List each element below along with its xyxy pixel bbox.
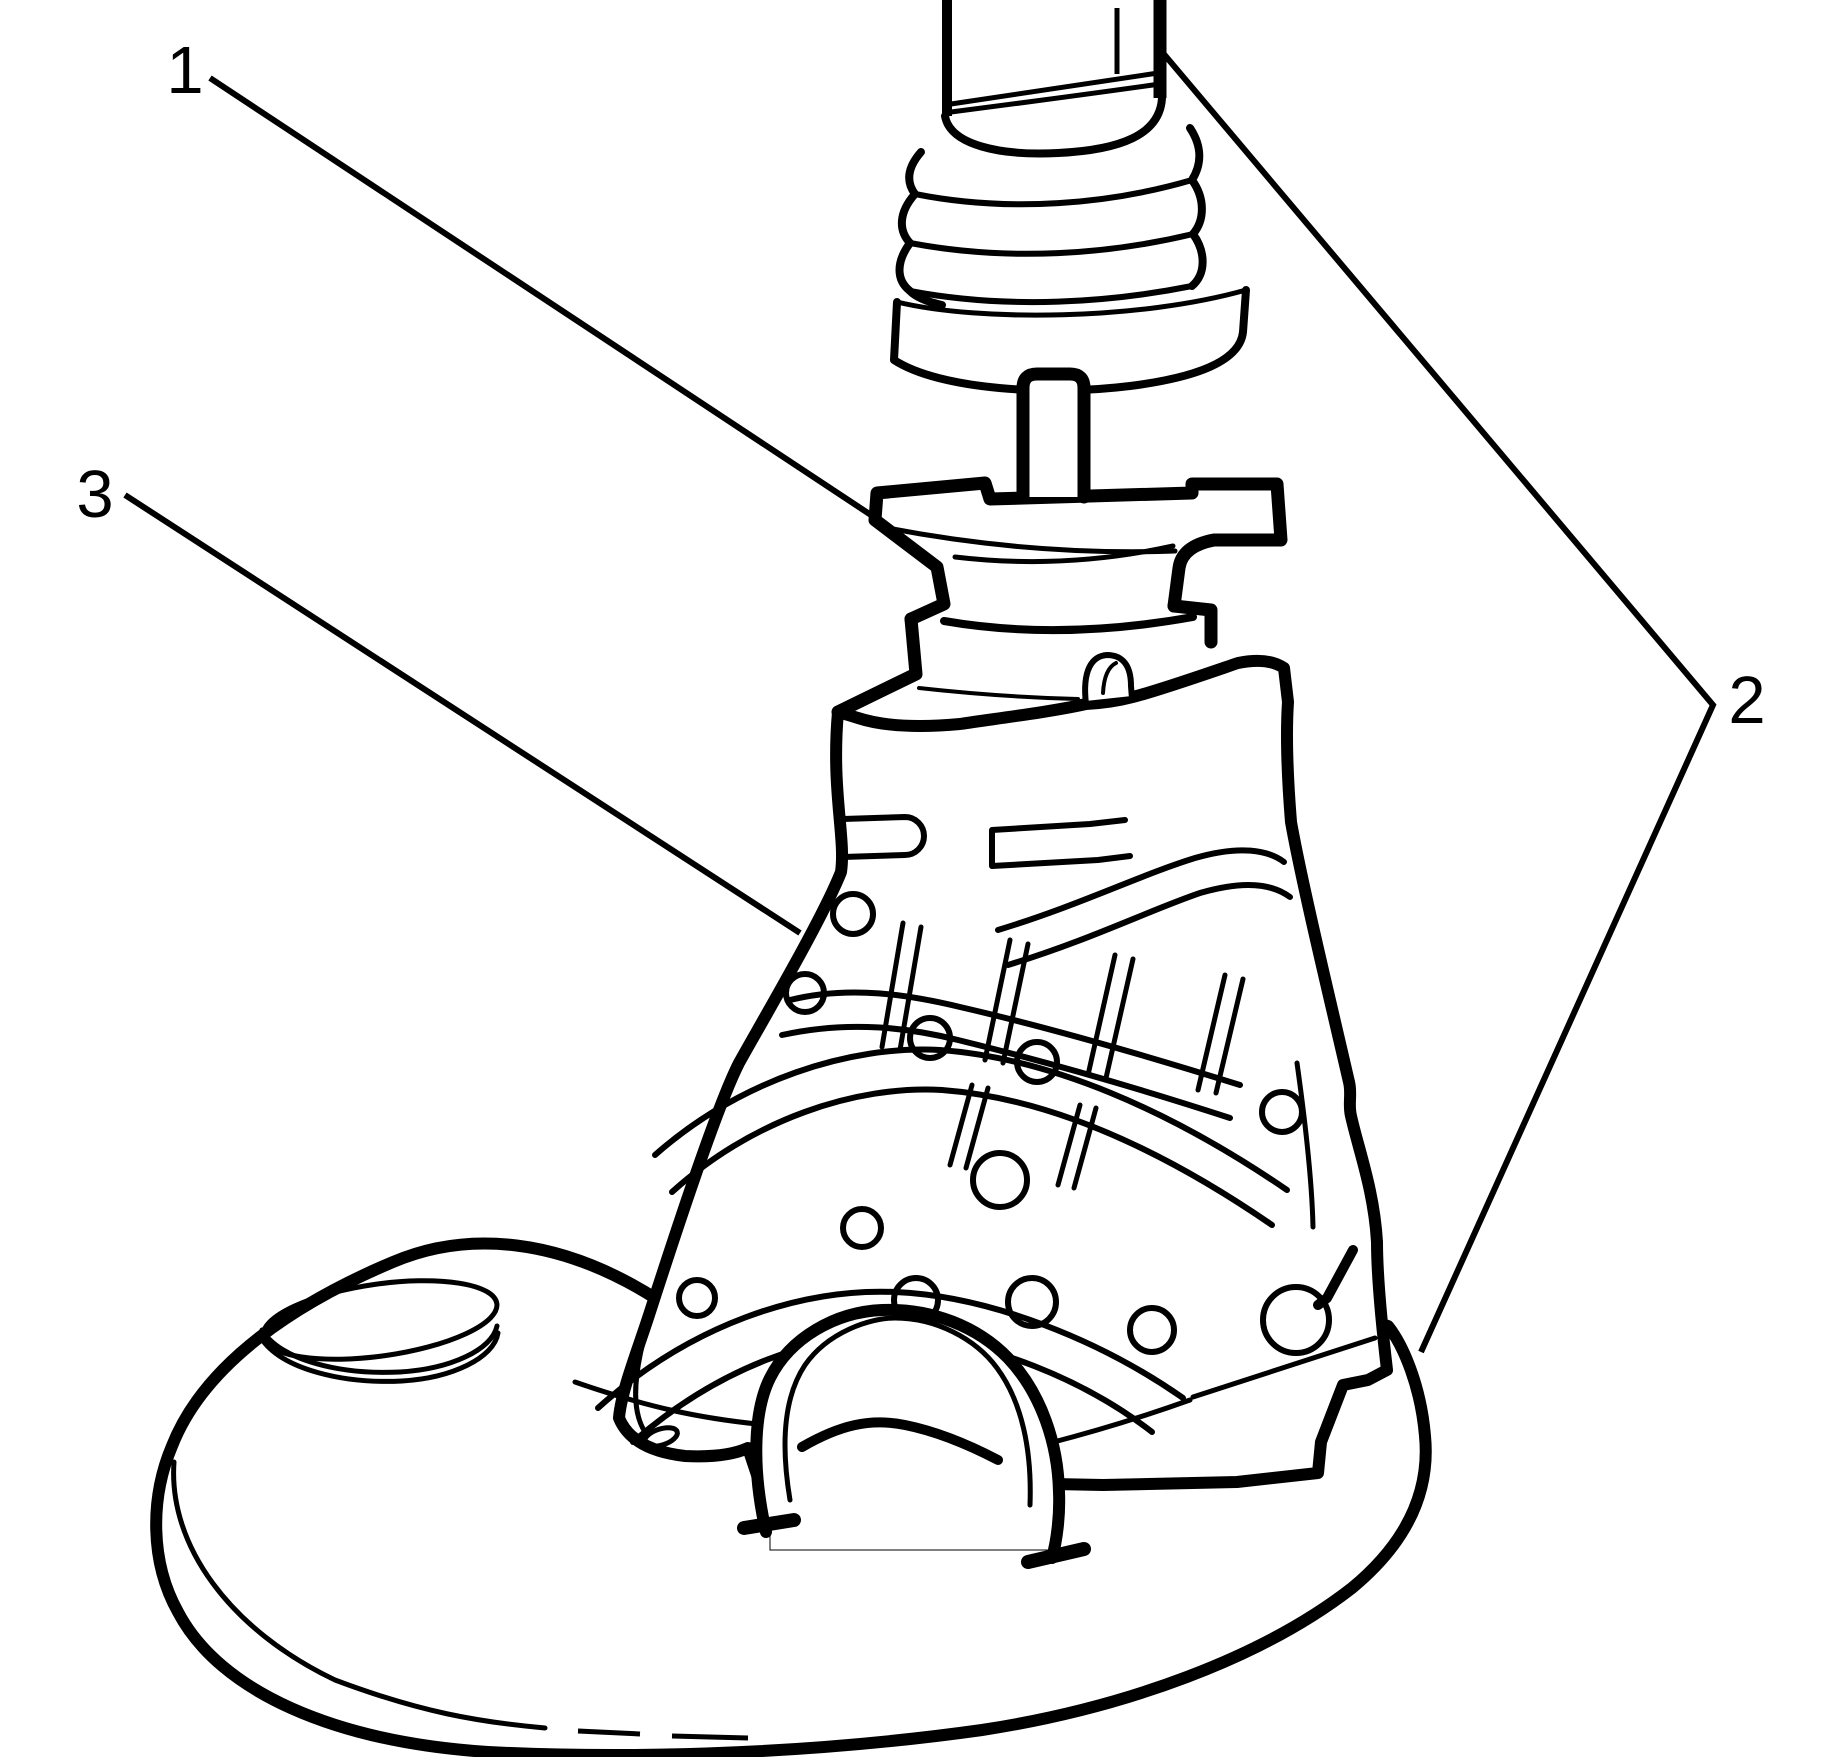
housing-rib (879, 920, 924, 1053)
bore-arc (595, 1288, 1186, 1411)
bolt-hole (1127, 1305, 1177, 1355)
extension-housing (572, 652, 1393, 1569)
bolt-holes (676, 891, 1332, 1356)
seal-flange (868, 476, 1288, 626)
bolt-hole (783, 971, 827, 1015)
base-pad (260, 1278, 500, 1362)
housing-slot-left (840, 814, 927, 860)
bolt-hole (1005, 1275, 1059, 1329)
leader-line-1 (208, 75, 879, 522)
base-rim-line-dash (577, 1728, 641, 1737)
housing-band-rib (787, 989, 1243, 1088)
housing-rib (1055, 1102, 1099, 1191)
callout-label-1: 1 (166, 33, 203, 108)
housing-rib (982, 937, 1031, 1066)
arch-foot (1021, 1542, 1091, 1569)
callouts: 1 2 3 (76, 33, 1765, 738)
base-rim-line-dash (671, 1733, 749, 1741)
tool-cap-slant (948, 70, 1161, 107)
arch-inner-line (782, 1315, 1033, 1508)
base-pad-side (259, 1323, 500, 1375)
bolt-hole (1260, 1284, 1332, 1356)
tool-ring-separator (907, 231, 1196, 257)
housing-hook-inner (1101, 661, 1118, 695)
tool-washer-top (894, 287, 1249, 318)
housing-boss (831, 524, 1218, 719)
tool-pilot-pin (1016, 367, 1091, 504)
tool-rings-left-edge (895, 148, 946, 309)
housing-hook-detail (1082, 652, 1135, 707)
bolt-hole (970, 1150, 1030, 1210)
tool-cap-slant (948, 81, 1163, 115)
bolt-hole (830, 891, 876, 937)
arch-outline (750, 1303, 1066, 1564)
tool-washer (890, 286, 1250, 395)
housing-rib (1195, 972, 1246, 1096)
foot-drain-hole (642, 1425, 680, 1449)
callout-label-3: 3 (76, 457, 113, 532)
flange-inner-line-right (1190, 1335, 1378, 1400)
flange-under-line (879, 524, 1178, 555)
flange-inner-line-left (572, 1379, 760, 1427)
housing-rib (1294, 1060, 1316, 1230)
boss-left-edge (831, 612, 923, 719)
callout-label-2: 2 (1728, 663, 1765, 738)
tool-rings-right-edge (1186, 124, 1207, 290)
base-pad-side (258, 1330, 501, 1384)
housing-rib (1085, 952, 1136, 1081)
bolt-hole (907, 1015, 953, 1061)
base-rim-line (171, 1459, 548, 1731)
leader-line-2 (1160, 51, 1717, 1354)
housing-slot-right (989, 817, 1133, 869)
installer-tool (890, 0, 1250, 504)
flange-foot-line (633, 1299, 658, 1435)
arch-wave-line (797, 1417, 1003, 1465)
boss-bottom-line (940, 613, 1197, 635)
housing-arc (669, 1086, 1275, 1228)
flange-inner-line-right (1047, 1397, 1193, 1446)
tool-ring-separator (907, 283, 1195, 306)
housing-sweep-rib (1005, 882, 1293, 968)
bolt-hole (676, 1277, 718, 1319)
arch-foot (737, 1513, 801, 1535)
boss-right-edge (1167, 599, 1218, 649)
bolt-hole (840, 1206, 884, 1250)
tool-cap-bottom (941, 94, 1166, 158)
leader-line-3 (123, 492, 802, 936)
housing-arc (652, 1046, 1290, 1193)
housing-band-rib (779, 1023, 1233, 1121)
housing-sweep-rib (995, 847, 1287, 933)
bolt-hole (1014, 1039, 1060, 1085)
flange-step-right (1313, 1245, 1358, 1310)
seal-flange-outline (868, 476, 1288, 626)
bolt-hole (1259, 1089, 1305, 1135)
leader-lines (123, 51, 1717, 1354)
housing-top-line (917, 686, 1080, 701)
housing-rib (947, 1082, 991, 1171)
tool-ring-separator (912, 177, 1195, 208)
